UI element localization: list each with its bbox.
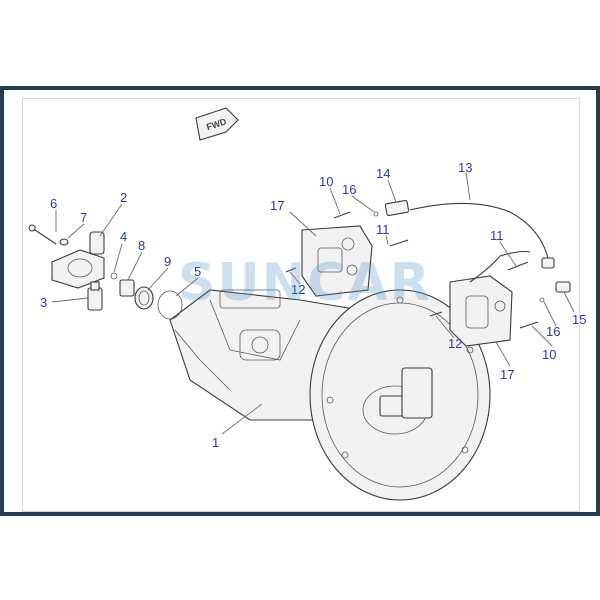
callout-12-right: 12 xyxy=(448,336,462,351)
flange-part-2 xyxy=(51,231,105,289)
callout-3: 3 xyxy=(40,295,47,310)
callout-6: 6 xyxy=(50,196,57,211)
callout-4: 4 xyxy=(120,229,127,244)
harness-branch xyxy=(469,250,531,283)
callout-8: 8 xyxy=(138,238,145,253)
callout-16-upper: 16 xyxy=(342,182,356,197)
callout-1: 1 xyxy=(212,435,219,450)
watermark-text: SUNCAR xyxy=(178,253,432,313)
callout-16-right: 16 xyxy=(546,324,560,339)
bolts-group xyxy=(285,211,545,329)
callout-5: 5 xyxy=(194,264,201,279)
callout-17-right: 17 xyxy=(500,367,514,382)
elbow-part-15 xyxy=(555,281,571,293)
callout-labels: 1 2 3 4 5 6 7 8 9 10 10 11 11 12 12 13 1… xyxy=(40,160,586,450)
valve-block-right-part-17 xyxy=(449,275,513,347)
callout-10-upper: 10 xyxy=(319,174,333,189)
main-pump-body xyxy=(169,289,491,501)
harness-part-13 xyxy=(409,202,549,259)
bolt-part-6 xyxy=(28,224,57,245)
fitting-part-8 xyxy=(119,279,135,297)
callout-2: 2 xyxy=(120,190,127,205)
valve-block-left-part-17 xyxy=(301,225,373,297)
connector-part-14 xyxy=(384,199,410,217)
callout-14: 14 xyxy=(376,166,390,181)
washer-part-7 xyxy=(59,238,69,246)
callout-7: 7 xyxy=(80,210,87,225)
leader-lines xyxy=(51,171,575,435)
callout-11-upper: 11 xyxy=(376,222,390,237)
forward-direction-marker: FWD xyxy=(195,107,239,141)
harness-end-connector xyxy=(541,257,555,269)
callout-11-right: 11 xyxy=(490,228,504,243)
callout-13: 13 xyxy=(458,160,472,175)
callout-10-lower: 10 xyxy=(542,347,556,362)
callout-15: 15 xyxy=(572,312,586,327)
o-ring-part-5 xyxy=(157,290,183,320)
callout-17-left: 17 xyxy=(270,198,284,213)
ring-part-9 xyxy=(134,286,154,310)
sensor-part-3 xyxy=(87,281,103,311)
callout-12-left: 12 xyxy=(291,282,305,297)
o-ring-part-4 xyxy=(110,272,118,280)
callout-9: 9 xyxy=(164,254,171,269)
